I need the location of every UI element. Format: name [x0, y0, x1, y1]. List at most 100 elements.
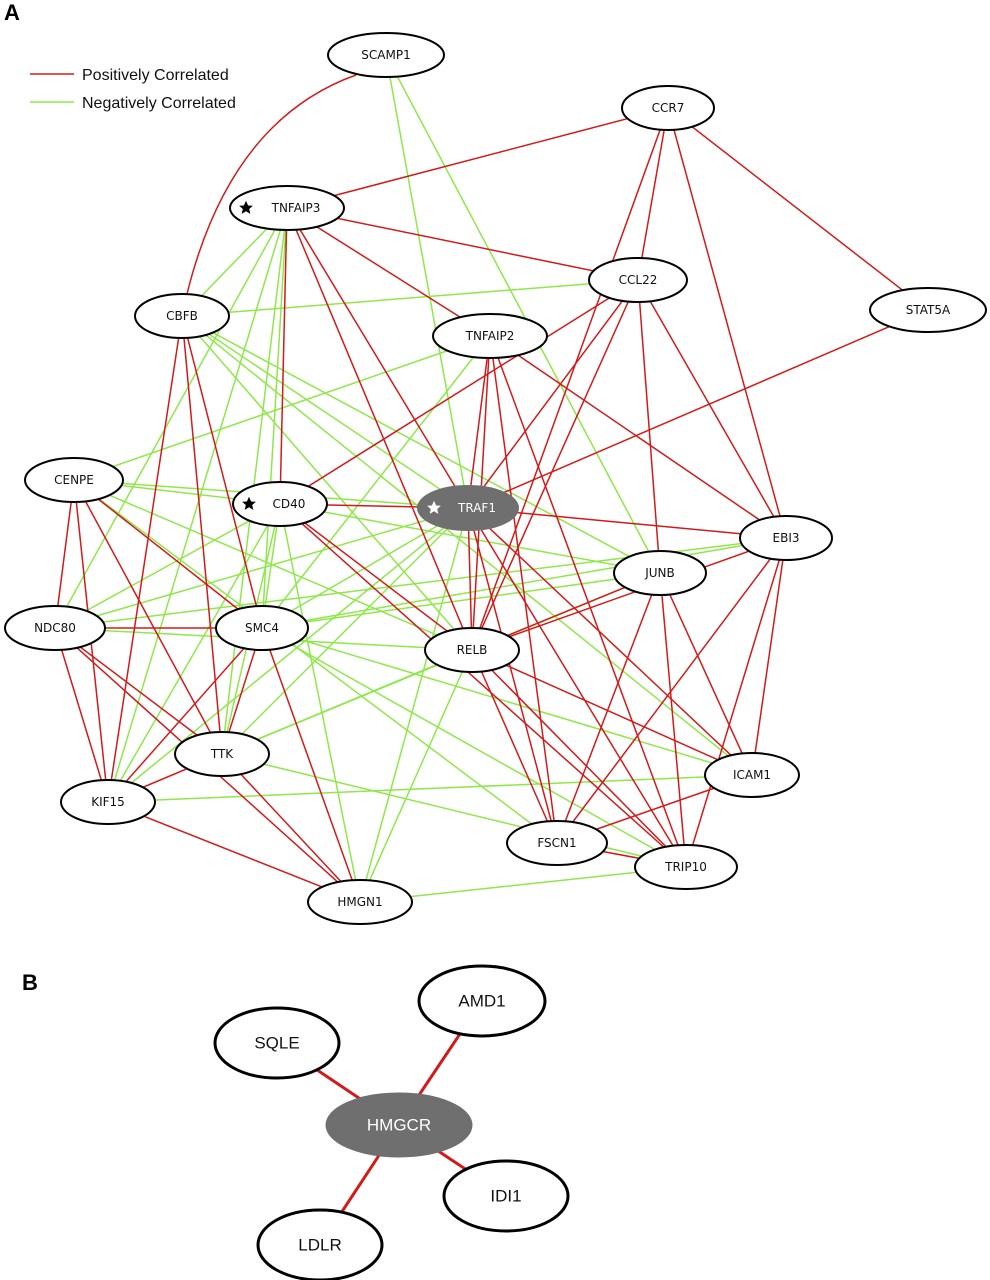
edge-cbfb-icam1	[181, 315, 753, 776]
edge-ndc80-kif15	[54, 627, 109, 803]
edge-scamp1-cbfb	[186, 74, 357, 295]
panel-a-letter: A	[4, 0, 20, 25]
edge-tnfaip3-relb	[286, 207, 473, 651]
node-ldlr[interactable]: LDLR	[256, 1208, 384, 1280]
edge-tnfaip3-traf1	[286, 207, 469, 509]
node-junb[interactable]: JUNB	[613, 550, 707, 596]
node-cd40-label: CD40	[273, 497, 306, 511]
edge-ebi3-relb	[471, 537, 787, 651]
node-trip10[interactable]: TRIP10	[634, 844, 738, 890]
node-fscn1[interactable]: FSCN1	[506, 820, 608, 866]
edge-smc4-kif15	[107, 627, 263, 803]
node-amd1-shape	[417, 964, 547, 1038]
node-icam1[interactable]: ICAM1	[704, 752, 800, 798]
node-cbfb[interactable]: CBFB	[134, 293, 230, 339]
edge-relb-hmgn1	[359, 649, 473, 903]
legend: Positively Correlated Negatively Correla…	[30, 67, 236, 112]
edge-tnfaip3-ccl22	[286, 207, 639, 281]
node-smc4[interactable]: SMC4	[215, 605, 309, 651]
node-traf1[interactable]: TRAF1	[417, 485, 519, 531]
edge-hmgn1-trip10	[359, 866, 687, 903]
node-cenpe-label: CENPE	[54, 473, 94, 487]
node-cenpe[interactable]: CENPE	[24, 457, 124, 503]
panel-a: A Positively Correlated Negatively Corre…	[4, 0, 987, 925]
edge-tnfaip2-ebi3	[489, 335, 787, 539]
panel-a-edges	[54, 54, 929, 903]
node-sqle[interactable]: SQLE	[213, 1006, 341, 1080]
edge-ccr7-ebi3	[667, 107, 787, 539]
edge-relb-fscn1	[471, 649, 558, 844]
edge-ebi3-fscn1	[556, 537, 787, 844]
node-junb-label: JUNB	[644, 566, 675, 580]
legend-positive-label: Positively Correlated	[82, 67, 229, 84]
node-sqle-label: SQLE	[254, 1034, 299, 1053]
node-cbfb-label: CBFB	[166, 309, 198, 323]
edge-cenpe-ttk	[73, 479, 223, 755]
edge-tnfaip3-cd40	[279, 207, 288, 505]
node-fscn1-shape	[506, 820, 608, 866]
node-cd40[interactable]: CD40	[232, 481, 328, 527]
edge-smc4-icam1	[261, 627, 753, 776]
edge-traf1-trip10	[467, 507, 687, 868]
node-stat5a-label: STAT5A	[906, 303, 951, 317]
edge-ccl22-relb	[471, 279, 639, 651]
edge-junb-trip10	[659, 572, 687, 868]
node-scamp1[interactable]: SCAMP1	[327, 32, 445, 78]
node-tnfaip3-label: TNFAIP3	[271, 201, 321, 215]
edge-ccr7-stat5a	[667, 107, 929, 311]
edge-cenpe-ndc80	[54, 479, 75, 629]
node-hmgn1-label: HMGN1	[337, 895, 382, 909]
node-ebi3[interactable]: EBI3	[739, 515, 833, 561]
edge-smc4-trip10	[261, 627, 687, 868]
edge-icam1-kif15	[107, 774, 753, 803]
node-trip10-shape	[634, 844, 738, 890]
node-icam1-label: ICAM1	[733, 768, 771, 782]
edge-cbfb-kif15	[107, 315, 183, 803]
node-ccr7[interactable]: CCR7	[621, 85, 715, 131]
node-scamp1-label: SCAMP1	[361, 48, 410, 62]
edge-cd40-relb	[279, 503, 473, 651]
node-traf1-label: TRAF1	[457, 501, 496, 515]
edge-ttk-trip10	[221, 753, 687, 868]
node-amd1[interactable]: AMD1	[417, 964, 547, 1038]
node-hmgcr[interactable]: HMGCR	[325, 1092, 473, 1158]
edge-ccl22-ebi3	[637, 279, 787, 539]
node-relb[interactable]: RELB	[424, 627, 520, 673]
node-ttk[interactable]: TTK	[174, 731, 270, 777]
edge-tnfaip3-ndc80	[54, 207, 288, 629]
node-ndc80[interactable]: NDC80	[4, 605, 106, 651]
edge-ebi3-trip10	[685, 537, 787, 868]
edge-cbfb-junb	[181, 315, 661, 574]
node-kif15-shape	[60, 779, 156, 825]
node-hmgn1[interactable]: HMGN1	[307, 879, 413, 925]
edge-cd40-hmgn1	[279, 503, 361, 903]
node-ttk-shape	[174, 731, 270, 777]
node-stat5a-shape	[869, 287, 987, 333]
node-tnfaip3[interactable]: TNFAIP3	[229, 185, 345, 231]
node-tnfaip3-shape	[229, 185, 345, 231]
node-relb-label: RELB	[457, 643, 488, 657]
node-hmgn1-shape	[307, 879, 413, 925]
edge-tnfaip3-tnfaip2	[286, 207, 491, 337]
edge-ebi3-smc4	[261, 537, 787, 629]
edge-relb-icam1	[471, 649, 753, 776]
node-idi1[interactable]: IDI1	[442, 1159, 570, 1233]
edge-cd40-trip10	[279, 503, 687, 868]
edge-junb-icam1	[659, 572, 753, 776]
node-ebi3-label: EBI3	[773, 531, 800, 545]
edge-tnfaip3-smc4	[261, 207, 288, 629]
edge-ccr7-ccl22	[637, 107, 669, 281]
legend-negative-label: Negatively Correlated	[82, 95, 236, 112]
edge-cbfb-relb	[181, 315, 473, 651]
edge-tnfaip2-trip10	[489, 335, 687, 868]
edge-scamp1-traf1	[385, 54, 469, 509]
edge-traf1-relb	[467, 507, 473, 651]
node-stat5a[interactable]: STAT5A	[869, 287, 987, 333]
node-ccl22[interactable]: CCL22	[588, 257, 688, 303]
edge-stat5a-traf1	[467, 309, 929, 509]
node-tnfaip2[interactable]: TNFAIP2	[432, 313, 548, 359]
edge-traf1-ttk	[221, 507, 469, 755]
node-kif15[interactable]: KIF15	[60, 779, 156, 825]
edge-cbfb-smc4	[181, 315, 263, 629]
